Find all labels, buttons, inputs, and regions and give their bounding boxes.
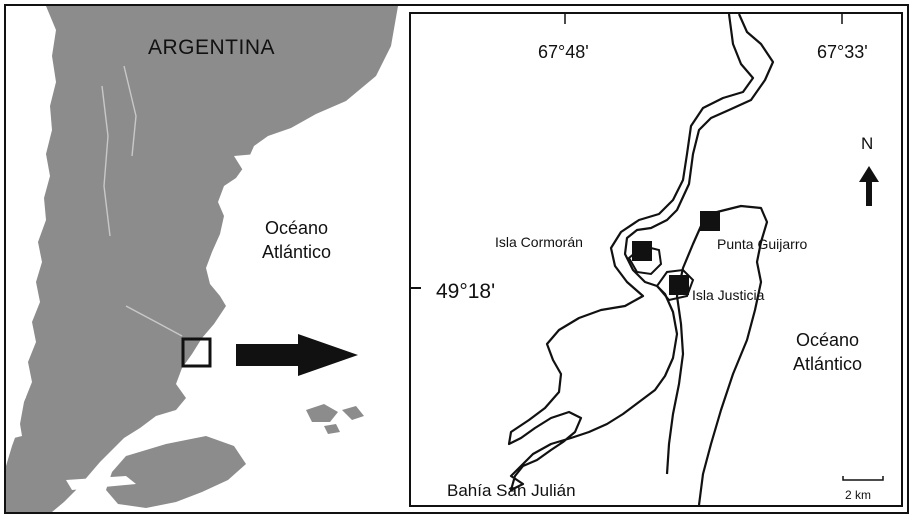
ocean-label-line1: Océano [265,218,329,238]
pointer-arrow-icon [236,334,358,376]
longitude-label-2: 67°33' [817,42,868,62]
ocean-label-line1: Océano [796,330,860,350]
inlet-1 [234,154,262,172]
detail-map-graphic [411,14,884,505]
place-label-isla-cormoran: Isla Cormorán [495,234,583,250]
square-marker-icon [632,241,652,261]
island-c [324,424,340,434]
fjord-1 [6,302,30,322]
coastline-bay [507,14,775,492]
figure-frame [4,4,909,514]
scale-bar [842,476,884,481]
north-arrow-icon [859,166,879,206]
scale-label: 2 km [845,488,872,502]
isla-justicia-outline [655,268,695,302]
square-marker-icon [700,211,720,231]
place-label-punta-guijarro: Punta Guijarro [717,236,808,252]
river-3 [125,305,183,337]
patagonia-landmass [6,6,398,512]
place-label-isla-justicia: Isla Justicia [692,287,765,303]
channel-beagle [66,476,136,490]
tierra-del-fuego [106,436,246,508]
island-b [342,406,364,420]
ocean-label-overview: Océano Atlántico [262,216,331,264]
peninsula-inner [665,225,703,475]
latitude-label: 49°18' [436,280,496,303]
river-2 [123,65,137,157]
ocean-label-line2: Atlántico [793,354,863,374]
river-1 [101,85,111,237]
longitude-label-1: 67°48' [538,42,589,62]
overview-map-graphic [6,6,398,512]
bay-label: Bahía San Julián [447,481,576,500]
overview-map: ARGENTINA Océano Atlántico [6,6,401,512]
north-label: N [861,134,874,153]
detail-map: 67°48' 67°33' 49°18' Isla Cormorán Punta… [409,12,903,507]
peninsula-line [697,204,769,505]
fjord-4 [6,424,22,440]
fjord-3 [6,384,26,402]
ocean-label-detail: Océano Atlántico [793,328,862,376]
country-label: ARGENTINA [148,36,276,59]
fjord-2 [6,344,28,364]
study-area-square-marker [181,337,212,368]
inlet-2 [242,191,254,202]
island-a [306,404,338,422]
square-marker-icon [669,275,689,295]
ocean-label-line2: Atlántico [262,242,332,262]
